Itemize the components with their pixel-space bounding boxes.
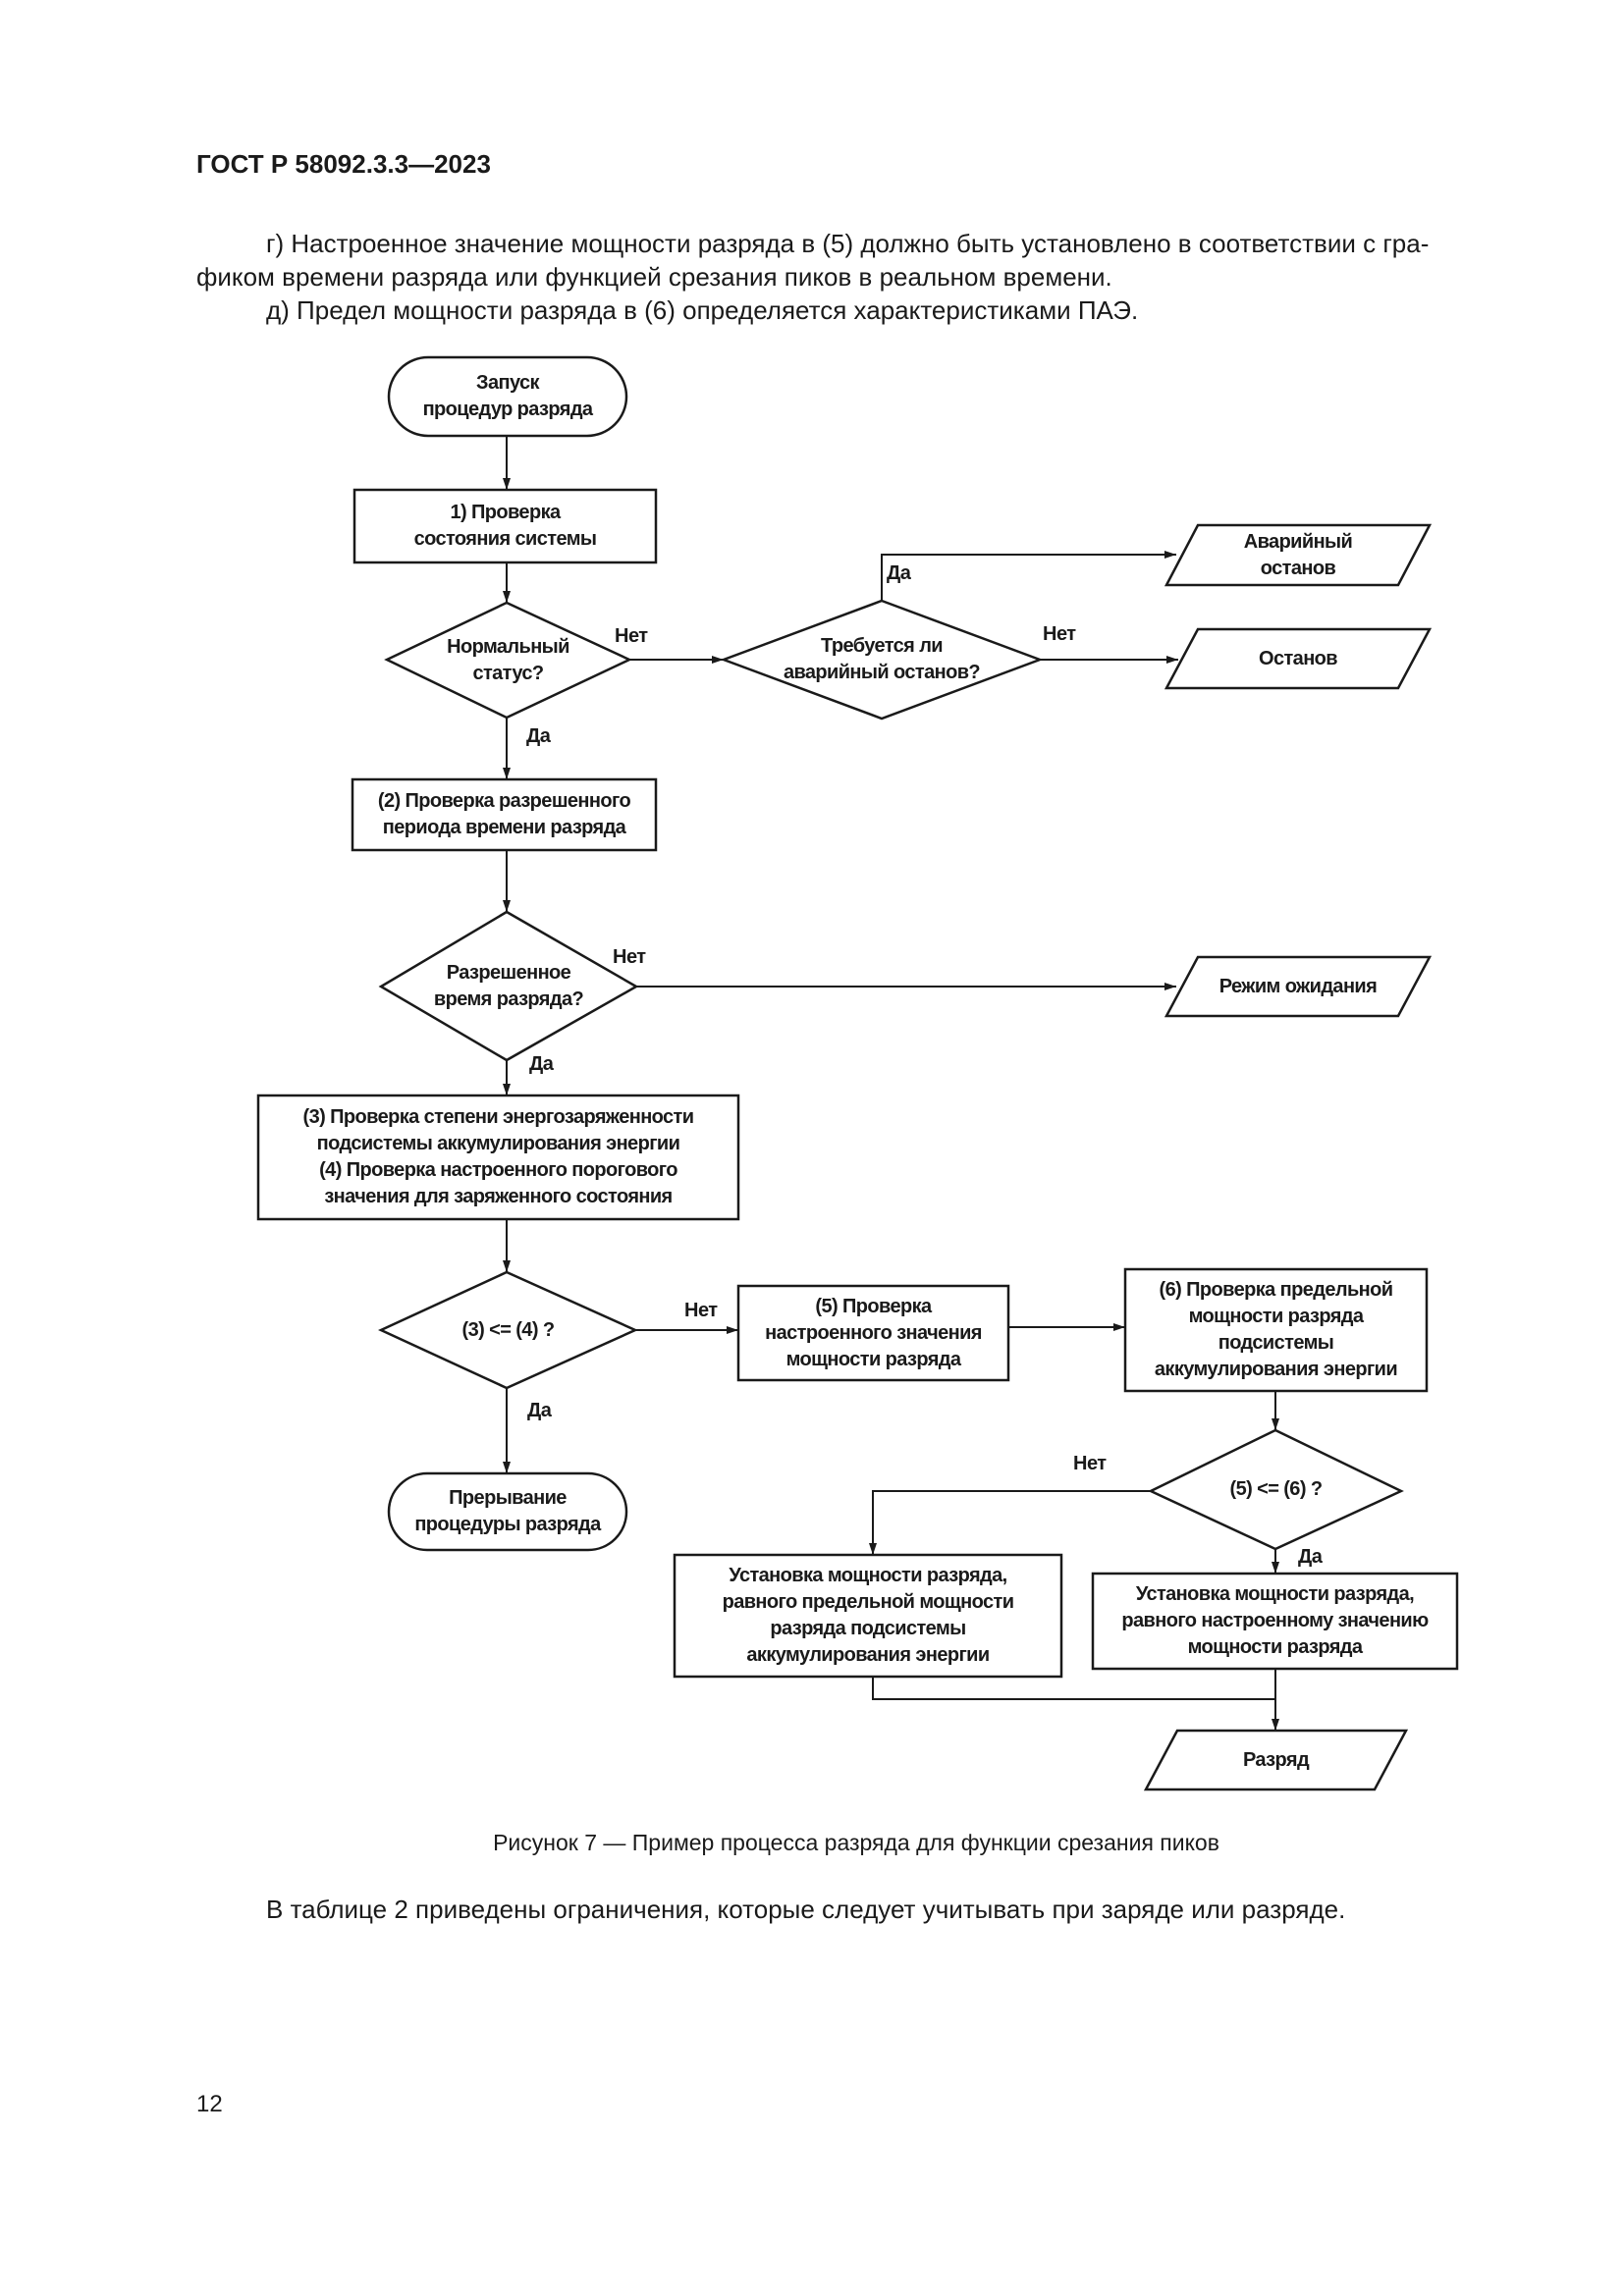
check-limit-label: (6) Проверка предельной мощности разряда… [1154, 1279, 1398, 1380]
check-soc-box [256, 1094, 740, 1221]
discharge-label: Разряд [1242, 1748, 1310, 1771]
stop-io [1164, 627, 1433, 690]
no-label: Нет [613, 946, 646, 968]
standby-io [1164, 955, 1433, 1018]
standby-label: Режим ожидания [1218, 975, 1378, 997]
no-label: Нет [1043, 623, 1076, 645]
paragraph-g-line2: фиком времени разряда или функцией среза… [196, 262, 1112, 292]
cmp34-label: (3) <= (4) ? [461, 1318, 556, 1341]
check-period-label: (2) Проверка разрешенного периода времен… [377, 790, 631, 838]
cmp56-label: (5) <= (6) ? [1229, 1478, 1324, 1500]
no-label: Нет [615, 625, 648, 647]
yes-label: Да [887, 562, 911, 584]
closing-paragraph: В таблице 2 приведены ограничения, котор… [266, 1895, 1346, 1924]
normal-status-label: Нормальный статус? [447, 635, 569, 684]
check-setpoint-box [736, 1284, 1010, 1382]
figure-caption: Рисунок 7 — Пример процесса разряда для … [493, 1830, 1219, 1855]
yes-label: Да [526, 725, 551, 747]
paragraph-d: д) Предел мощности разряда в (6) определ… [266, 295, 1139, 325]
set-limit-box [673, 1553, 1063, 1679]
yes-label: Да [529, 1053, 554, 1075]
yes-label: Да [1298, 1546, 1323, 1568]
document-header: ГОСТ Р 58092.3.3—2023 [196, 149, 491, 179]
no-label: Нет [1073, 1453, 1107, 1474]
paragraph-g-line1: г) Настроенное значение мощности разряда… [266, 229, 1430, 258]
start-label: Запуск процедур разряда [422, 372, 593, 420]
check-soc-label: (3) Проверка степени энергозаряженности … [302, 1106, 695, 1207]
check-period-box [351, 777, 658, 852]
stop-label: Останов [1259, 647, 1338, 669]
emergency-decision [720, 599, 1044, 721]
check-system-box [352, 488, 658, 564]
page-number: 12 [196, 2091, 223, 2117]
emergency-stop-io [1164, 523, 1433, 587]
allowed-time-label: Разрешенное время разряда? [433, 961, 584, 1010]
yes-label: Да [527, 1400, 552, 1421]
set-setpoint-label: Установка мощности разряда, равного наст… [1121, 1583, 1429, 1658]
set-limit-label: Установка мощности разряда, равного пред… [722, 1565, 1014, 1666]
check-system-label: 1) Проверка состояния системы [413, 502, 597, 550]
check-setpoint-label: (5) Проверка настроенного значения мощно… [765, 1295, 982, 1370]
discharge-io [1143, 1729, 1409, 1791]
emergency-decision-label: Требуется ли аварийный останов? [783, 635, 981, 683]
abort-label: Прерывание процедуры разряда [414, 1487, 601, 1535]
connectors [503, 436, 1279, 1731]
no-label: Нет [684, 1300, 718, 1321]
emergency-stop-label: Аварийный останов [1243, 530, 1353, 579]
